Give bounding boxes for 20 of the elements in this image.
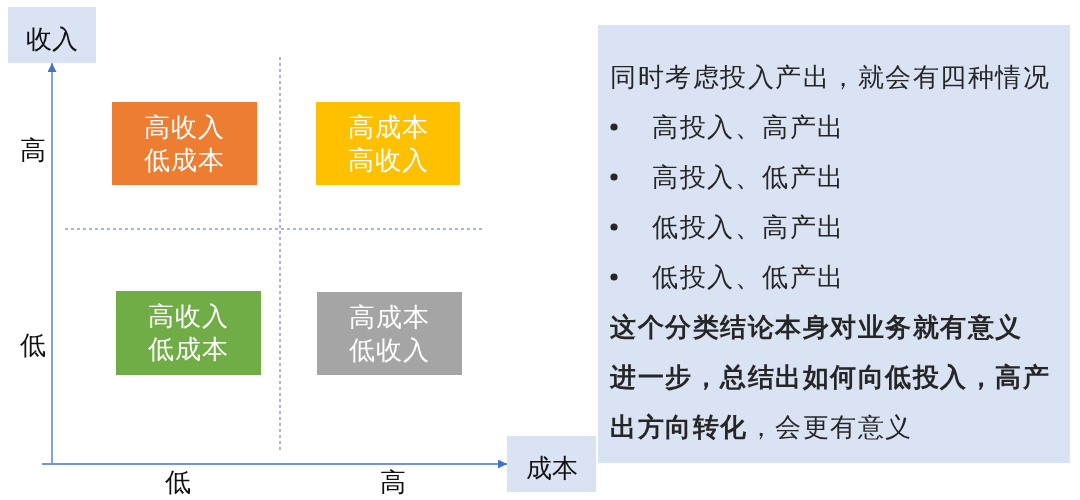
quadrant-box: 高成本低收入 xyxy=(317,292,462,375)
quadrant-box: 高收入低成本 xyxy=(116,291,261,375)
quadrant-box: 高收入低成本 xyxy=(112,102,257,185)
axis-tick-label: 低 xyxy=(19,331,47,359)
list-item: 高投入、高产出 xyxy=(652,111,845,143)
paragraph: 进一步，总结出如何向低投入，高产出方向转化，会更有意义 xyxy=(610,361,1051,444)
list-item: 高投入、低产出 xyxy=(652,161,845,193)
axis-arrow xyxy=(47,62,57,464)
quadrant-box: 高成本高收入 xyxy=(316,102,460,185)
list-item: 低投入、低产出 xyxy=(652,261,845,293)
axis-label-box: 成本 xyxy=(507,436,596,492)
axis-tick-label: 低 xyxy=(164,468,192,496)
list-item: 低投入、高产出 xyxy=(652,211,845,243)
axis-arrow xyxy=(41,459,508,469)
bold-statement: 这个分类结论本身对业务就有意义 xyxy=(610,311,1023,343)
intro-text: 同时考虑投入产出，就会有四种情况 xyxy=(610,61,1050,93)
axis-tick-label: 高 xyxy=(379,468,407,496)
axis-tick-label: 高 xyxy=(19,136,47,164)
axis-label-box: 收入 xyxy=(8,7,96,63)
text-panel xyxy=(598,25,1070,463)
